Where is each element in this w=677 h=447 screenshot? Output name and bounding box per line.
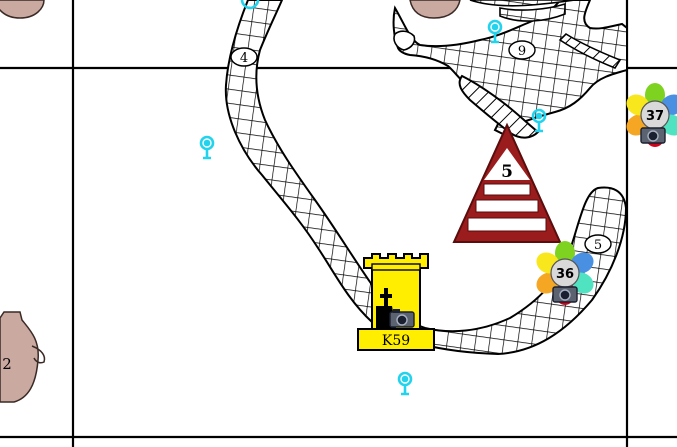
cluster-label: 37 xyxy=(646,109,664,124)
pyramid-label: 5 xyxy=(501,162,513,182)
camera-icon xyxy=(389,309,415,328)
road-upper-network xyxy=(392,0,628,139)
location-pin-icon[interactable] xyxy=(240,0,260,10)
pot-label: 2 xyxy=(2,355,12,373)
location-pin-icon[interactable] xyxy=(487,19,503,44)
road-label-right-text: 5 xyxy=(594,238,602,253)
flower-cluster-icon[interactable]: 37 xyxy=(623,83,677,147)
pyramid-icon[interactable]: 5 xyxy=(452,122,562,243)
amphora-icon[interactable] xyxy=(0,0,45,19)
location-pin-icon[interactable] xyxy=(199,135,215,160)
amphora-icon[interactable] xyxy=(409,0,461,19)
camera-icon xyxy=(552,286,578,303)
location-pin-icon[interactable] xyxy=(531,108,547,133)
cluster-label: 36 xyxy=(556,267,574,282)
road-label-top-right: 9 xyxy=(508,40,536,60)
castle-icon[interactable]: K59 xyxy=(357,253,435,351)
road-label-right: 5 xyxy=(584,234,612,254)
castle-label: K59 xyxy=(382,333,410,349)
camera-icon xyxy=(640,127,666,144)
road-label-left: 4 xyxy=(230,47,258,67)
location-pin-icon[interactable] xyxy=(397,371,413,396)
road-label-left-text: 4 xyxy=(240,51,248,66)
road-label-top-right-text: 9 xyxy=(518,44,526,59)
amphora-icon[interactable]: 2 xyxy=(0,311,46,403)
flower-cluster-icon[interactable]: 36 xyxy=(533,241,598,305)
road-main-loop xyxy=(224,0,628,356)
